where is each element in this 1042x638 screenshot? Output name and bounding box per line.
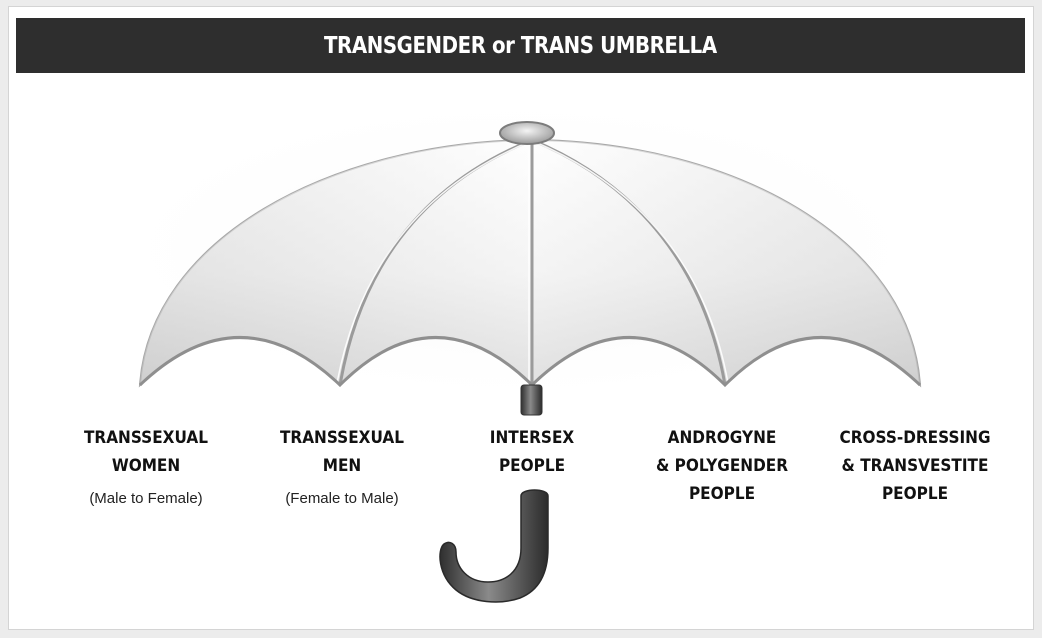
umbrella-handle [439, 489, 549, 603]
title-bar: TRANSGENDER or TRANS UMBRELLA [16, 18, 1025, 73]
canopy-shading [140, 140, 920, 385]
category-intersex-people: INTERSEX PEOPLE [432, 424, 632, 480]
category-transsexual-men: TRANSSEXUAL MEN (Female to Male) [242, 424, 442, 507]
category-name: INTERSEX PEOPLE [489, 428, 575, 476]
umbrella-shaft [520, 384, 543, 416]
category-subtitle: (Female to Male) [285, 490, 399, 507]
rib-highlight-left [336, 141, 530, 384]
rib-highlights [336, 141, 729, 384]
category-androgyne-polygender: ANDROGYNE & POLYGENDER PEOPLE [622, 424, 822, 508]
category-name: ANDROGYNE & POLYGENDER PEOPLE [655, 428, 789, 504]
diagram-title: TRANSGENDER or TRANS UMBRELLA [324, 32, 717, 59]
category-subtitle: (Male to Female) [89, 490, 203, 507]
umbrella-knob [499, 121, 555, 145]
category-name: TRANSSEXUAL WOMEN [83, 428, 209, 476]
category-cross-dressing-transvestite: CROSS-DRESSING & TRANSVESTITE PEOPLE [815, 424, 1015, 508]
category-transsexual-women: TRANSSEXUAL WOMEN (Male to Female) [46, 424, 246, 507]
rib-highlight-right [534, 141, 729, 384]
category-name: CROSS-DRESSING & TRANSVESTITE PEOPLE [839, 428, 991, 504]
category-name: TRANSSEXUAL MEN [279, 428, 405, 476]
